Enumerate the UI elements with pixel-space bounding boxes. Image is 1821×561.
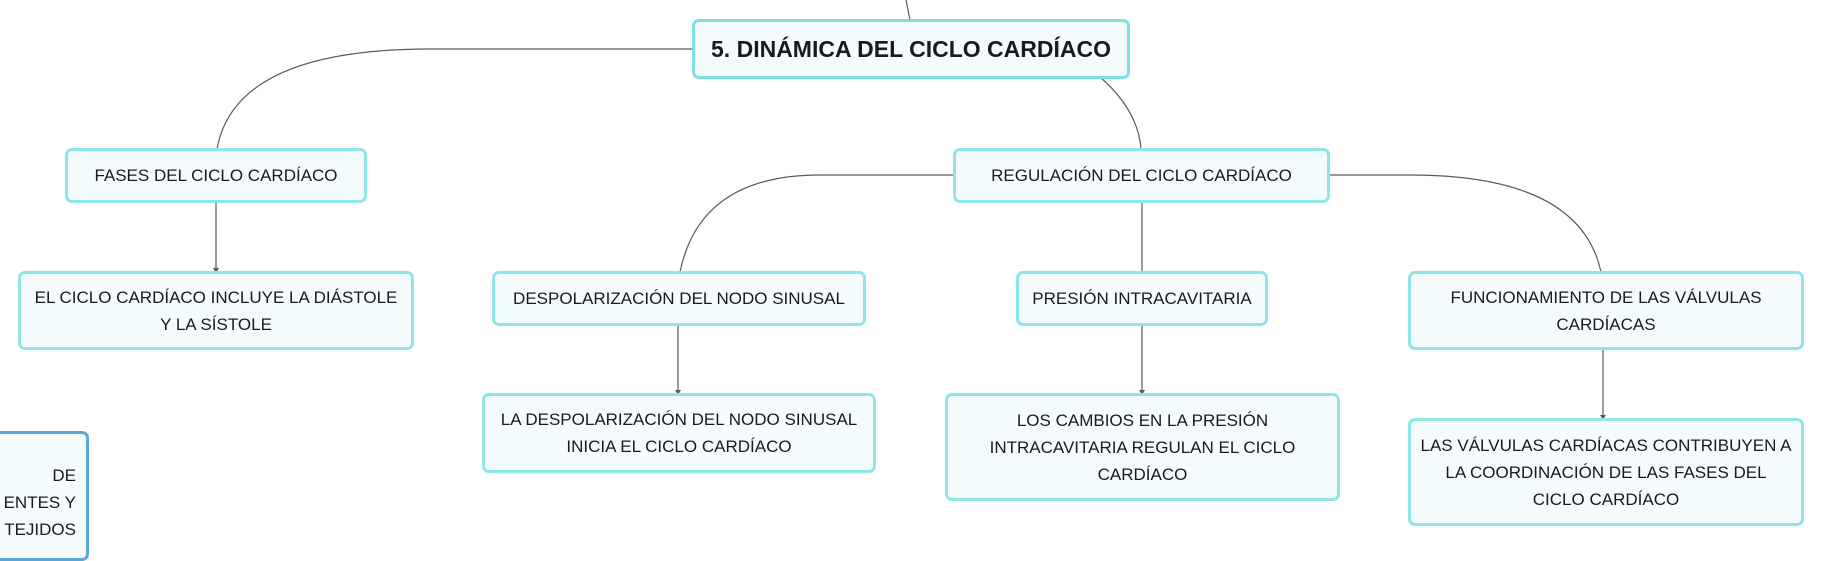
valvulas-node[interactable]: FUNCIONAMIENTO DE LAS VÁLVULAS CARDÍACAS xyxy=(1408,271,1804,350)
valvulas-child-node[interactable]: LAS VÁLVULAS CARDÍACAS CONTRIBUYEN A LA … xyxy=(1408,418,1804,526)
despolarizacion-node[interactable]: DESPOLARIZACIÓN DEL NODO SINUSAL xyxy=(492,271,866,326)
presion-node[interactable]: PRESIÓN INTRACAVITARIA xyxy=(1016,271,1268,326)
central-topic-node[interactable]: 5. DINÁMICA DEL CICLO CARDÍACO xyxy=(692,19,1130,79)
connector-regulacion-despol xyxy=(679,174,955,273)
fases-child-node[interactable]: EL CICLO CARDÍACO INCLUYE LA DIÁSTOLE Y … xyxy=(18,271,414,350)
fases-node[interactable]: FASES DEL CICLO CARDÍACO xyxy=(65,148,367,203)
connector-root-parent xyxy=(905,0,911,21)
offscreen-node-text: DE ENTES Y S TEJIDOS xyxy=(0,462,76,543)
offscreen-partial-node[interactable]: DE ENTES Y S TEJIDOS xyxy=(0,431,89,561)
connector-regulacion-valvulas xyxy=(1328,174,1602,273)
connector-root-fases xyxy=(216,48,692,150)
regulacion-node[interactable]: REGULACIÓN DEL CICLO CARDÍACO xyxy=(953,148,1330,203)
connector-root-regulacion xyxy=(1099,76,1142,150)
presion-child-node[interactable]: LOS CAMBIOS EN LA PRESIÓN INTRACAVITARIA… xyxy=(945,393,1340,501)
despolarizacion-child-node[interactable]: LA DESPOLARIZACIÓN DEL NODO SINUSAL INIC… xyxy=(482,393,876,473)
offscreen-line-1: DE xyxy=(52,466,76,485)
offscreen-line-2: ENTES Y xyxy=(3,493,76,512)
offscreen-line-3: S TEJIDOS xyxy=(0,520,76,539)
